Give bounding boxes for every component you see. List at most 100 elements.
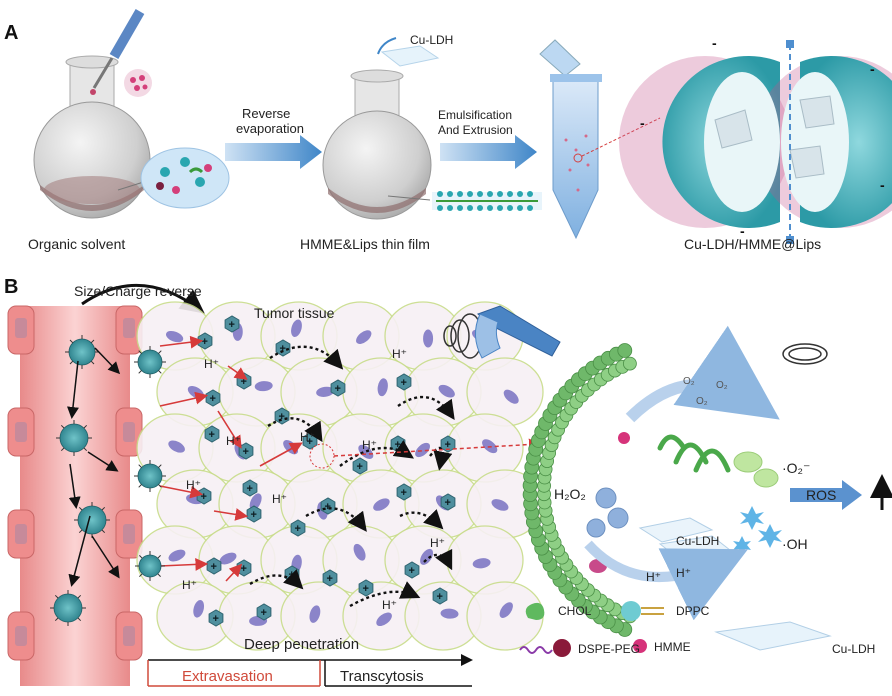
- membrane-bead: [617, 343, 633, 358]
- liposome-membrane-arc: [522, 343, 637, 637]
- superoxide-label: ·O₂⁻: [782, 460, 811, 476]
- cell-nucleus: [491, 499, 509, 511]
- tumor-tissue-label: Tumor tissue: [254, 305, 335, 321]
- h-plus-7: H⁺: [272, 492, 287, 506]
- cell-nucleus: [358, 444, 374, 459]
- size-charge-label: Size/Charge reverse: [74, 283, 202, 299]
- legend-dppc: DPPC: [676, 604, 710, 618]
- cu-ldh-hexagon: [208, 609, 224, 627]
- h-plus-9: H⁺: [182, 578, 197, 592]
- cu-ldh-mid-label: Cu-LDH: [676, 534, 720, 548]
- transcytosis-arrow: [305, 507, 367, 532]
- h2o2-molecules: [586, 487, 629, 538]
- nanoparticle-peg: [101, 506, 106, 511]
- hydroxyl-label: ·OH: [782, 536, 808, 552]
- cell-nucleus: [440, 608, 459, 619]
- hexagon-charge-label: +: [357, 461, 363, 473]
- nanoparticle-peg: [83, 424, 88, 429]
- hexagon-charge-label: +: [279, 411, 285, 423]
- h-plus-3: H⁺: [226, 434, 241, 448]
- nanoparticle-peg: [83, 447, 88, 452]
- hexagon-charge-label: +: [229, 319, 235, 331]
- cu-ldh-hexagon: [396, 483, 412, 501]
- svg-text:-: -: [880, 177, 885, 193]
- h-plus-8: H⁺: [430, 536, 445, 550]
- hexagon-charge-label: +: [247, 483, 253, 495]
- cell-nucleus: [420, 548, 434, 565]
- nanoparticle: [77, 505, 107, 535]
- cu-ldh-hexagon: [224, 315, 240, 333]
- legend-hmme-icon: [633, 639, 647, 653]
- nanoparticle-peg: [69, 360, 74, 365]
- cell-nucleus: [254, 381, 273, 392]
- cell-nucleus: [291, 319, 302, 338]
- h-plus-1: H⁺: [204, 357, 219, 371]
- hexagon-charge-label: +: [213, 613, 219, 625]
- cell-nucleus: [353, 543, 366, 561]
- organelle-icon: [657, 434, 731, 473]
- cu-ldh-hexagon: [358, 579, 374, 597]
- cu-ldh-hexagon: [275, 339, 291, 357]
- zoom-pointer: [333, 438, 541, 457]
- nanoparticle: [68, 338, 96, 366]
- nanoparticle-peg: [54, 594, 59, 599]
- cell-nucleus: [249, 493, 262, 511]
- transcytosis-arrow: [267, 417, 323, 443]
- panel-b-letter: B: [4, 276, 19, 298]
- panel-b-graphics: ++++++++++++++++++++++++++++++: [7, 284, 892, 687]
- nanoparticle-peg: [158, 350, 162, 354]
- h-plus-cycle-1: H⁺: [646, 570, 661, 584]
- legend-dppc-icon: [621, 601, 641, 621]
- nanoparticle-peg: [54, 617, 59, 622]
- nanoparticle-peg: [158, 464, 162, 468]
- red-arrow: [159, 485, 204, 499]
- arrow2-label: Emulsification And Extrusion: [438, 108, 513, 138]
- hexagon-charge-label: +: [401, 377, 407, 389]
- transcytosis-arrow: [349, 581, 421, 608]
- hexagon-charge-label: +: [325, 501, 331, 513]
- h-plus-6: H⁺: [186, 478, 201, 492]
- cell-nucleus: [168, 549, 186, 562]
- cell-nucleus: [499, 602, 513, 618]
- ros-label: ROS: [806, 487, 837, 503]
- ultrasound-waves-icon: [782, 343, 828, 365]
- hexagon-charge-label: +: [243, 446, 249, 458]
- cu-ldh-hexagon: [440, 493, 456, 511]
- hexagon-charge-label: +: [211, 561, 217, 573]
- transcytosis-arrows: [249, 345, 455, 608]
- cell-nucleus: [219, 552, 237, 565]
- cell-nucleus: [377, 378, 388, 397]
- hexagon-charge-label: +: [445, 439, 451, 451]
- legend-cu-ldh-icon: [714, 621, 832, 651]
- vessel-flow-arrows: [67, 347, 121, 587]
- hexagon-charge-label: +: [201, 491, 207, 503]
- cu-ldh-hexagon: [404, 561, 420, 579]
- nanoparticle-peg: [78, 529, 83, 534]
- cu-ldh-flake: [377, 37, 440, 67]
- thin-film-bilayer: [432, 191, 542, 211]
- arrow1-label: Reverse evaporation: [236, 106, 304, 136]
- legend-dspe-peg-icon: [553, 639, 571, 657]
- nanoparticle-peg: [90, 339, 95, 344]
- arrow1-line2: evaporation: [236, 121, 304, 136]
- red-arrow: [159, 558, 209, 571]
- arrow-emulsification: [440, 135, 537, 169]
- extravasation-arrows: [159, 335, 303, 582]
- arrow2-line2: And Extrusion: [438, 123, 513, 137]
- h-plus-4: H⁺: [300, 430, 315, 444]
- vessel-nanoparticles: [50, 335, 110, 626]
- pipette-icon: [90, 8, 145, 95]
- hexagon-charge-label: +: [209, 429, 215, 441]
- nanoparticle-peg: [60, 447, 65, 452]
- arrow2-line1: Emulsification: [438, 108, 513, 122]
- red-arrow: [217, 410, 242, 449]
- liposome-cutaway: - - - - -: [619, 35, 892, 244]
- nanoparticle-peg: [90, 360, 95, 365]
- extravasation-label: Extravasation: [182, 668, 273, 685]
- h2o2-label: H₂O₂: [554, 486, 586, 502]
- nanoparticle-peg: [101, 529, 106, 534]
- transcytosis-label: Transcytosis: [340, 668, 424, 685]
- hexagon-charge-label: +: [251, 509, 257, 521]
- red-arrow: [225, 563, 243, 582]
